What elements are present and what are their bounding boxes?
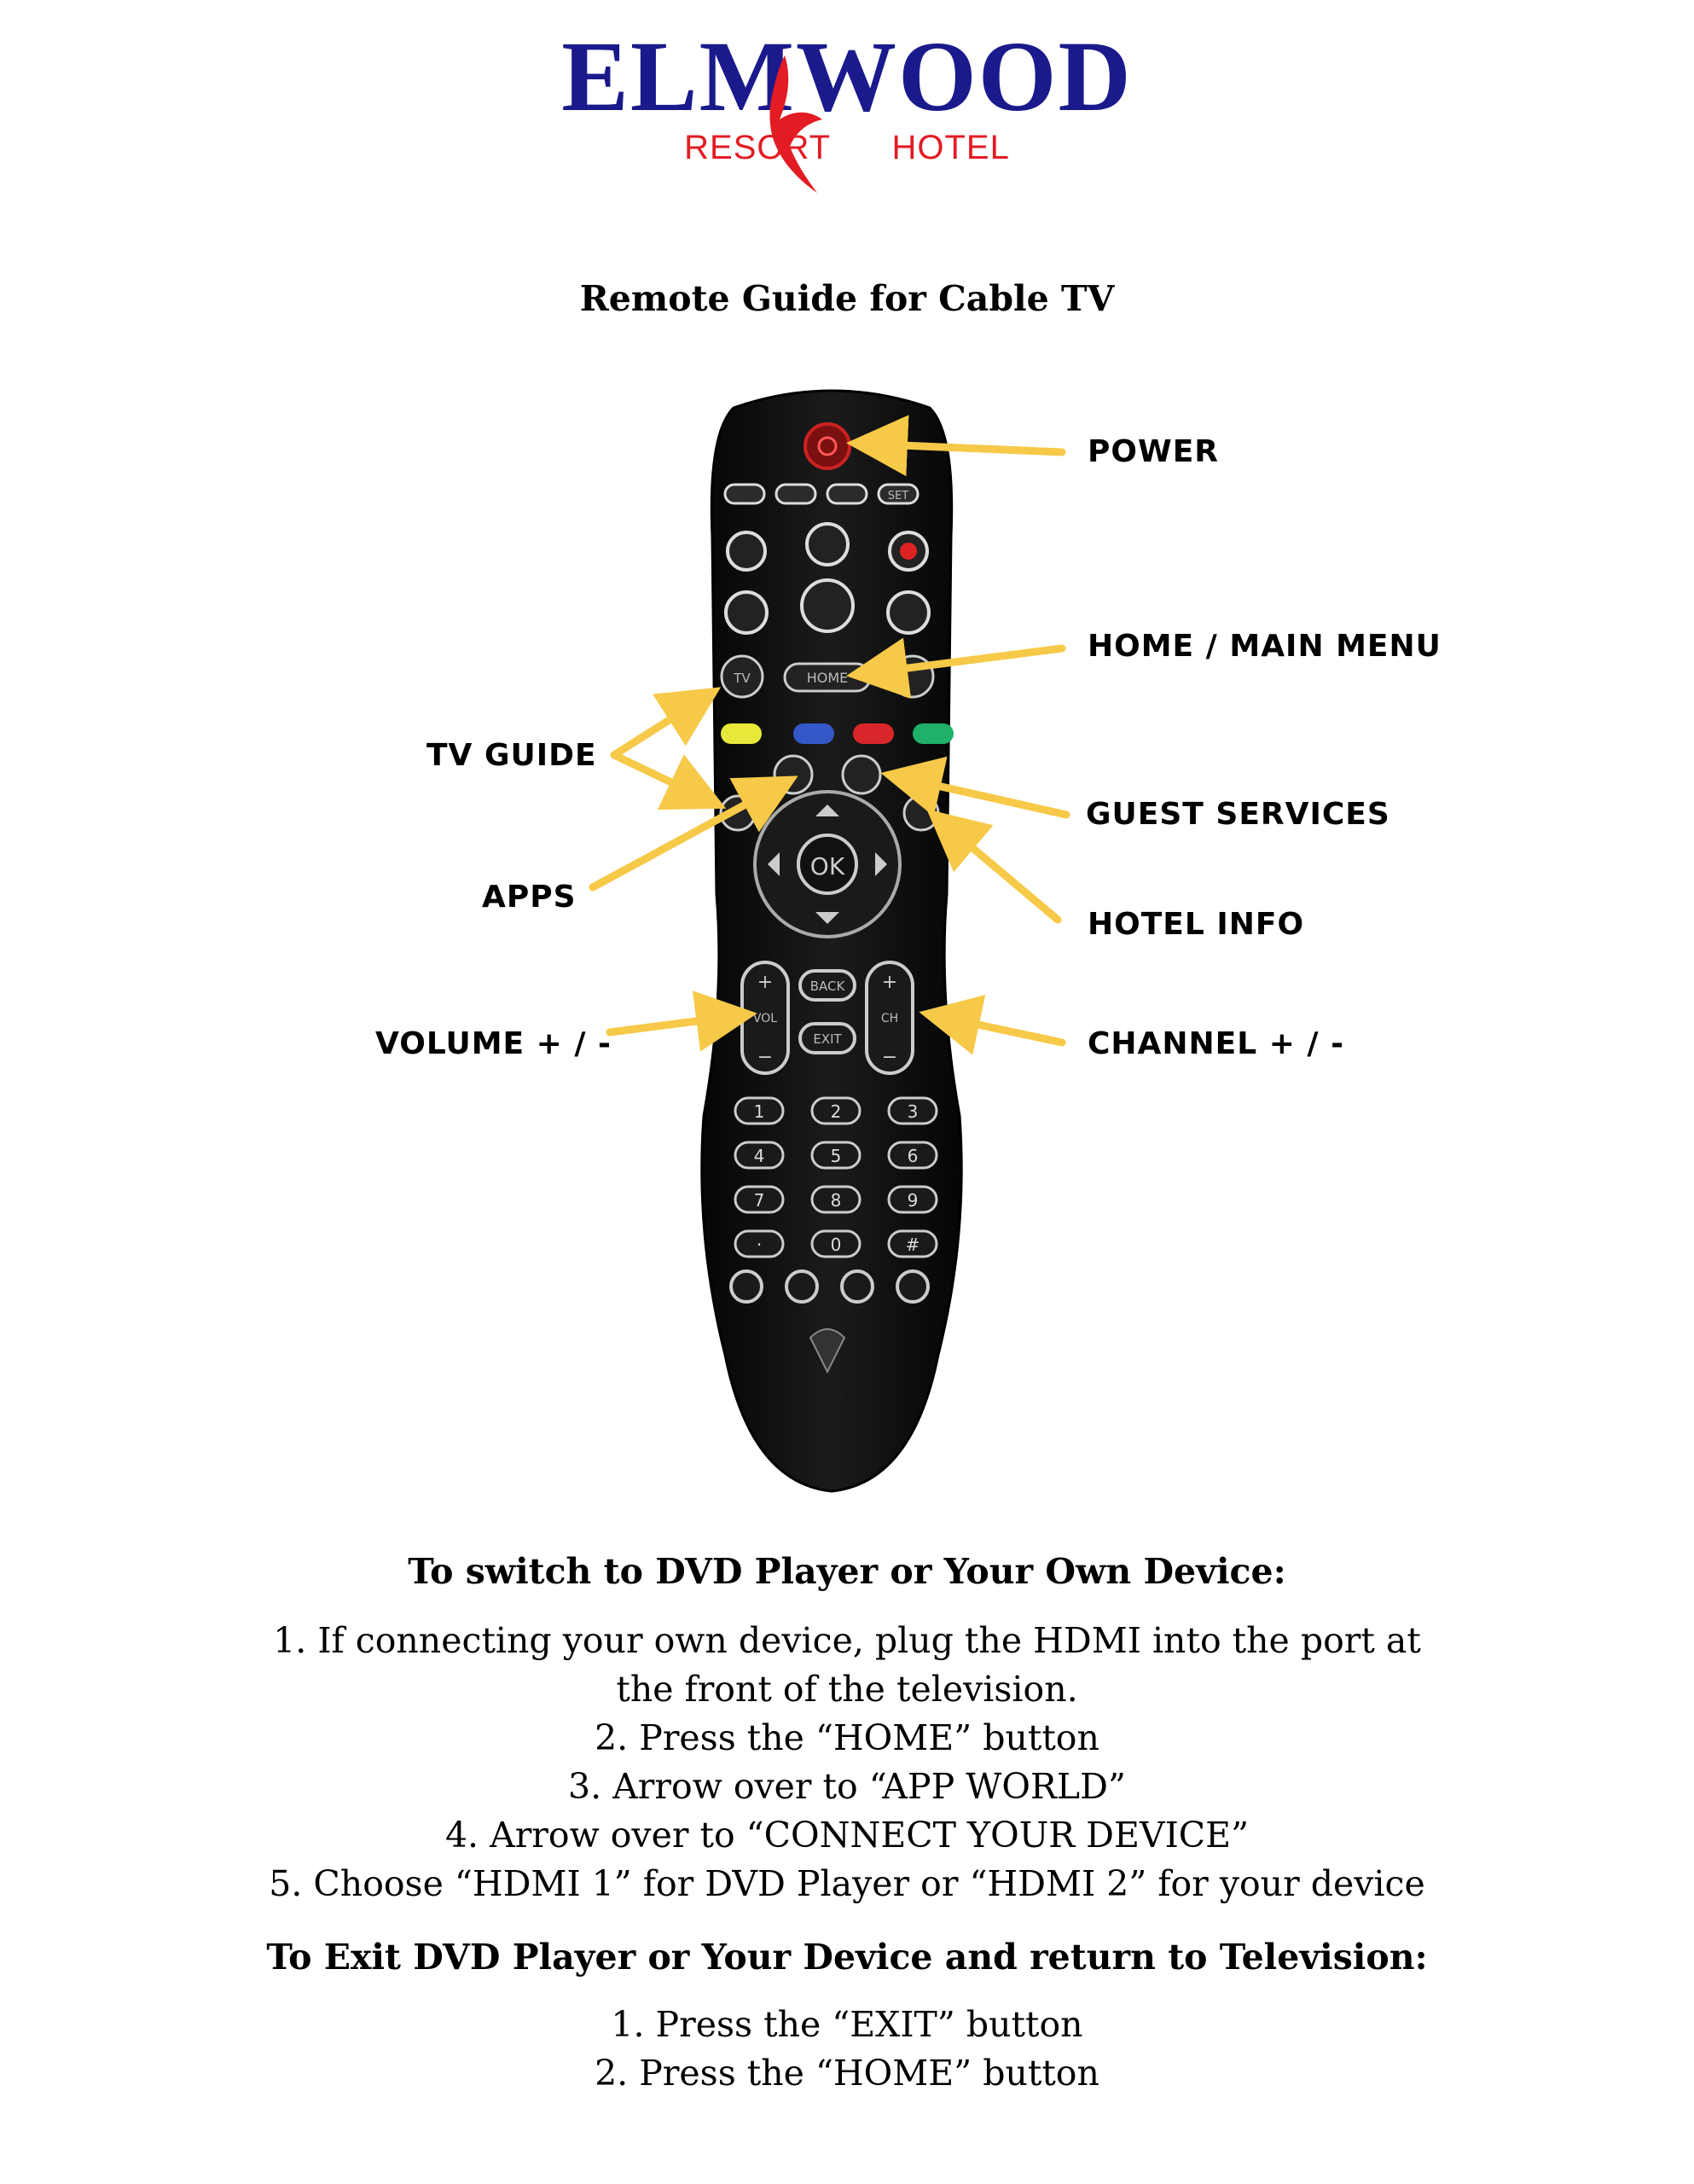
callout-guest-services: GUEST SERVICES <box>1086 797 1390 832</box>
numpad-key-label: 5 <box>831 1146 842 1166</box>
numpad-key <box>887 1141 938 1170</box>
callout-channel: CHANNEL + / - <box>1088 1026 1345 1061</box>
callout-tv-guide: TV GUIDE <box>426 738 597 773</box>
svg-text:−: − <box>882 1047 897 1068</box>
svg-text:+: + <box>757 972 773 993</box>
back-key-label: BACK <box>810 979 846 994</box>
dvd-step: 1. If connecting your own device, plug t… <box>273 1620 1421 1661</box>
set-key-label: SET <box>888 490 908 502</box>
numpad-key-label: 9 <box>908 1190 919 1211</box>
numpad-key-label: 6 <box>908 1146 919 1166</box>
svg-text:−: − <box>757 1047 773 1068</box>
dvd-steps-list: 1. If connecting your own device, plug t… <box>0 1617 1694 1908</box>
numpad-key <box>734 1141 785 1170</box>
callout-home: HOME / MAIN MENU <box>1088 629 1442 664</box>
numpad-key <box>734 1185 785 1214</box>
dvd-section-heading: To switch to DVD Player or Your Own Devi… <box>408 1551 1286 1592</box>
numpad-key <box>887 1096 938 1125</box>
home-key-label: HOME <box>807 670 849 686</box>
ch-key-label: CH <box>881 1012 898 1025</box>
exit-step: 1. Press the “EXIT” button <box>611 2004 1083 2045</box>
exit-steps-list: 1. Press the “EXIT” button 2. Press the … <box>0 2001 1694 2098</box>
callout-volume: VOLUME + / - <box>375 1026 612 1061</box>
numpad-key-label: 4 <box>754 1146 765 1166</box>
callout-power: POWER <box>1088 434 1220 469</box>
numpad-key <box>810 1141 862 1170</box>
callout-hotel-info: HOTEL INFO <box>1088 907 1305 942</box>
exit-section-heading: To Exit DVD Player or Your Device and re… <box>266 1937 1428 1978</box>
dvd-step: 2. Press the “HOME” button <box>595 1717 1099 1758</box>
numpad-key-label: 1 <box>754 1101 765 1122</box>
ok-key-label: OK <box>810 852 845 880</box>
numpad-key <box>734 1229 785 1258</box>
tv-key-label: TV <box>733 671 751 686</box>
bird-icon <box>769 55 822 193</box>
numpad-key <box>887 1185 938 1214</box>
dvd-step: 3. Arrow over to “APP WORLD” <box>568 1766 1126 1807</box>
remote-control-image: SET TV HOME OK VOL CH BACK EXIT + + − − <box>700 389 963 1493</box>
numpad-key <box>810 1229 862 1258</box>
numpad-key-label: · <box>757 1234 762 1255</box>
numpad-key-label: 2 <box>831 1101 842 1122</box>
hotel-logo: ELMWOOD RESORT HOTEL <box>0 20 1694 193</box>
exit-step: 2. Press the “HOME” button <box>595 2053 1099 2094</box>
dvd-step: the front of the television. <box>616 1669 1078 1710</box>
logo-subtitle: RESORT HOTEL <box>684 129 1010 166</box>
svg-text:+: + <box>882 972 897 993</box>
numpad-key-label: 3 <box>908 1101 919 1122</box>
numpad-key <box>810 1096 862 1125</box>
callout-apps: APPS <box>482 880 577 915</box>
exit-key-label: EXIT <box>813 1031 842 1047</box>
numpad-key <box>734 1096 785 1125</box>
numpad-key <box>887 1229 938 1258</box>
dvd-step: 4. Arrow over to “CONNECT YOUR DEVICE” <box>444 1815 1250 1856</box>
numpad-key-label: 0 <box>831 1234 842 1255</box>
numpad-key <box>810 1185 862 1214</box>
numpad-key-label: 8 <box>831 1190 842 1211</box>
numpad-key-label: 7 <box>754 1190 765 1211</box>
logo-wordmark: ELMWOOD <box>561 20 1133 132</box>
numpad-key-label: # <box>906 1234 920 1255</box>
vol-key-label: VOL <box>753 1012 777 1025</box>
page-title: Remote Guide for Cable TV <box>579 278 1115 319</box>
dvd-step: 5. Choose “HDMI 1” for DVD Player or “HD… <box>269 1863 1425 1904</box>
